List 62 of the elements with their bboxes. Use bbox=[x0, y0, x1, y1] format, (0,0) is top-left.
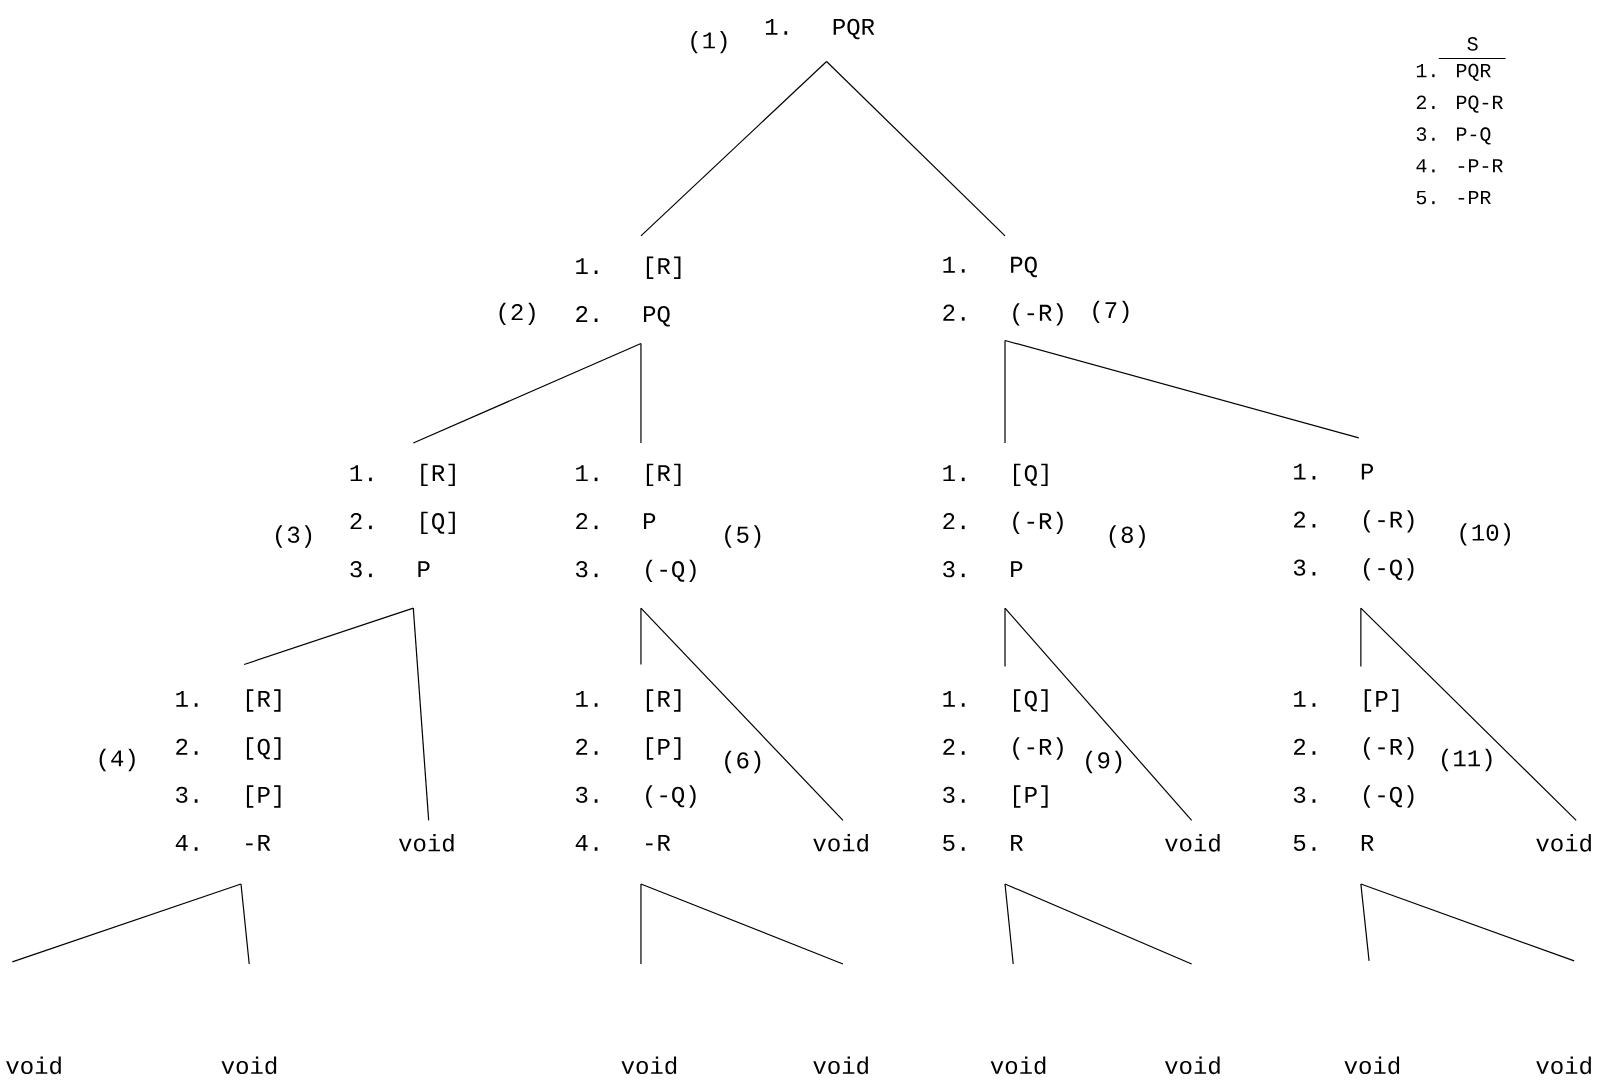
statement-list: 1. [R] 2. [P] 3. (-Q) 4. -R bbox=[575, 689, 696, 851]
void-label: void bbox=[398, 833, 454, 852]
statement-list: 1. PQ 2. (-R) bbox=[943, 256, 1063, 326]
tree-branch bbox=[640, 883, 844, 965]
tree-branch bbox=[640, 60, 828, 237]
tree-branch bbox=[1004, 607, 1193, 822]
step-number: (9) bbox=[1086, 750, 1122, 774]
step-number: (1) bbox=[691, 31, 727, 54]
void-label: void bbox=[990, 1056, 1046, 1075]
step-number: (10) bbox=[1460, 523, 1510, 546]
tree-branch bbox=[243, 607, 414, 666]
statement-list: 1. [R] 2. [Q] 3. [P] 4. -R bbox=[175, 689, 281, 851]
legend-item: 1. PQR bbox=[1416, 63, 1491, 81]
step-number: (11) bbox=[1442, 748, 1492, 772]
statement-list: 1. [R] 2. P 3. (-Q) bbox=[576, 463, 696, 583]
void-label: void bbox=[1536, 833, 1591, 852]
legend-item: 5. -PR bbox=[1416, 190, 1491, 205]
tree-branch bbox=[1004, 607, 1006, 668]
statement-list: 1. P 2. (-R) 3. (-Q) bbox=[1293, 463, 1414, 581]
tree-branch bbox=[1360, 883, 1370, 962]
void-label: void bbox=[6, 1056, 61, 1075]
void-label: void bbox=[813, 833, 868, 852]
tree-branch bbox=[1360, 883, 1575, 962]
statement-list: 1. [P] 2. (-R) 3. (-Q) 5. R bbox=[1293, 689, 1414, 851]
tree-branch bbox=[412, 342, 642, 444]
statement-list: 1. [R] 2. PQ bbox=[576, 256, 681, 327]
tree-branch bbox=[240, 883, 250, 965]
statement-list: 1. [Q] 2. (-R) 3. P bbox=[943, 463, 1063, 578]
step-number: (7) bbox=[1093, 300, 1129, 324]
step-number: (3) bbox=[275, 525, 312, 548]
tree-branch bbox=[1004, 339, 1006, 444]
void-label: void bbox=[621, 1056, 677, 1075]
step-number: (6) bbox=[725, 750, 761, 774]
step-number: (4) bbox=[99, 748, 135, 772]
void-label: void bbox=[1344, 1056, 1400, 1075]
void-label: void bbox=[1165, 833, 1220, 852]
tree-branch bbox=[412, 607, 430, 822]
legend-item: 2. PQ-R bbox=[1416, 95, 1503, 113]
void-label: void bbox=[813, 1056, 868, 1075]
tree-branch bbox=[640, 883, 642, 965]
tree-branch bbox=[825, 60, 1006, 237]
void-label: void bbox=[221, 1056, 277, 1075]
tree-branch bbox=[1004, 339, 1360, 439]
step-number: (5) bbox=[725, 525, 761, 548]
statement-list: 1. [R] 2. [Q] 3. P bbox=[350, 463, 455, 578]
statement-list: 1. [Q] 2. (-R) 3. [P] 5. R bbox=[943, 689, 1063, 851]
tree-branch bbox=[640, 342, 642, 444]
legend-item: 4. -P-R bbox=[1416, 159, 1503, 173]
tree-branch bbox=[1004, 883, 1014, 965]
legend-item: 3. P-Q bbox=[1416, 127, 1491, 145]
set-heading: S bbox=[1438, 37, 1506, 59]
step-number: (2) bbox=[499, 302, 535, 326]
void-label: void bbox=[1165, 1056, 1220, 1075]
tree-branch bbox=[1004, 883, 1193, 965]
void-label: void bbox=[1536, 1056, 1591, 1075]
tree-branch bbox=[640, 607, 844, 822]
step-number: (8) bbox=[1109, 525, 1145, 548]
tree-branch bbox=[1360, 607, 1577, 822]
tree-branch bbox=[11, 883, 242, 963]
tree-branch bbox=[640, 607, 642, 666]
tree-branch bbox=[1360, 607, 1362, 668]
statement-list: 1. PQR bbox=[765, 18, 875, 40]
